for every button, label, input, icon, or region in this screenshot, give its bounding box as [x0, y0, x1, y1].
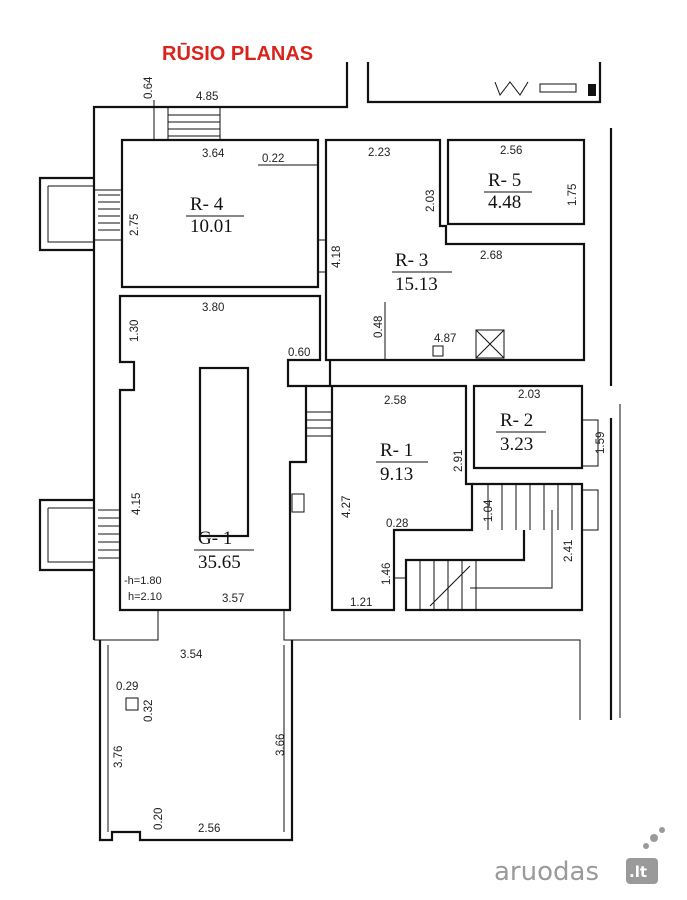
height-note: h=2.10	[128, 591, 162, 603]
room-r5	[446, 138, 586, 226]
dim-label: 0.32	[143, 700, 155, 722]
watermark-tld: .lt	[629, 863, 647, 881]
room-area: 10.01	[190, 216, 233, 237]
dim-label: 0.22	[262, 153, 284, 165]
room-r2	[472, 384, 599, 470]
dim-label: 1.21	[350, 597, 372, 609]
dim-label: 2.91	[453, 450, 465, 472]
dim-label: 2.68	[480, 250, 502, 262]
dim-label: 1.30	[129, 320, 141, 342]
room-label: G- 1	[198, 528, 232, 549]
dim-label: 0.20	[153, 808, 165, 830]
dim-label: 1.46	[381, 563, 393, 585]
dim-label: 2.75	[129, 214, 141, 236]
dim-label: 0.28	[386, 518, 408, 530]
room-area: 4.48	[488, 192, 521, 213]
room-label: R- 1	[380, 440, 413, 461]
stairs	[394, 482, 599, 612]
dim-label: 3.57	[222, 593, 244, 605]
room-label: R- 4	[190, 194, 224, 215]
room-labels: R- 4 10.01 R- 5 4.48 R- 3 15.13 R- 2 3.2…	[186, 170, 546, 573]
dim-label: 2.56	[198, 823, 220, 835]
dim-label: 2.03	[425, 190, 437, 212]
dim-label: 3.54	[180, 649, 203, 661]
lower-room	[98, 640, 294, 842]
room-area: 15.13	[395, 274, 438, 295]
room-label: R- 2	[500, 410, 533, 431]
dim-label: 0.48	[373, 316, 385, 338]
dim-label: 3.66	[275, 734, 287, 756]
room-r1	[330, 384, 474, 612]
plan-title: RŪSIO PLANAS	[162, 43, 313, 65]
room-r3	[318, 138, 586, 362]
dim-label: 4.18	[331, 246, 343, 268]
room-g1	[94, 294, 581, 720]
dim-label: 2.03	[518, 389, 540, 401]
room-r4	[94, 138, 320, 289]
top-right-structures	[92, 62, 621, 720]
side-boxes	[38, 176, 120, 572]
top-stair	[153, 100, 221, 140]
watermark-brand: aruodas	[494, 857, 599, 887]
dim-label: 4.15	[131, 493, 143, 515]
dim-label: 4.87	[434, 333, 456, 345]
dim-label: 2.23	[368, 147, 390, 159]
dim-label: 1.04	[483, 499, 495, 522]
dim-label: 3.80	[202, 302, 224, 314]
dim-label: 1.59	[595, 432, 607, 454]
room-label: R- 3	[395, 250, 428, 271]
dim-label: 3.76	[113, 746, 125, 768]
room-area: 9.13	[380, 464, 413, 485]
dimension-labels: 0.64 4.85 3.64 0.22 2.75 2.23 2.56 2.03 …	[113, 76, 607, 835]
dim-label: 0.64	[143, 76, 155, 99]
dim-label: 2.41	[563, 540, 575, 562]
dim-label: 2.56	[500, 145, 522, 157]
dim-label: 4.85	[196, 91, 218, 103]
watermark: aruodas .lt	[494, 827, 665, 887]
watermark-badge	[626, 858, 658, 884]
room-area: 35.65	[198, 552, 241, 573]
dim-label: 4.27	[341, 496, 353, 518]
dim-label: 2.58	[384, 395, 406, 407]
dim-label: 1.75	[567, 184, 579, 206]
dim-label: 3.64	[202, 148, 225, 160]
room-area: 3.23	[500, 434, 533, 455]
dim-label: 0.29	[116, 681, 138, 693]
dim-label: 0.60	[288, 347, 310, 359]
height-note: -h=1.80	[124, 575, 162, 587]
room-label: R- 5	[488, 170, 521, 191]
